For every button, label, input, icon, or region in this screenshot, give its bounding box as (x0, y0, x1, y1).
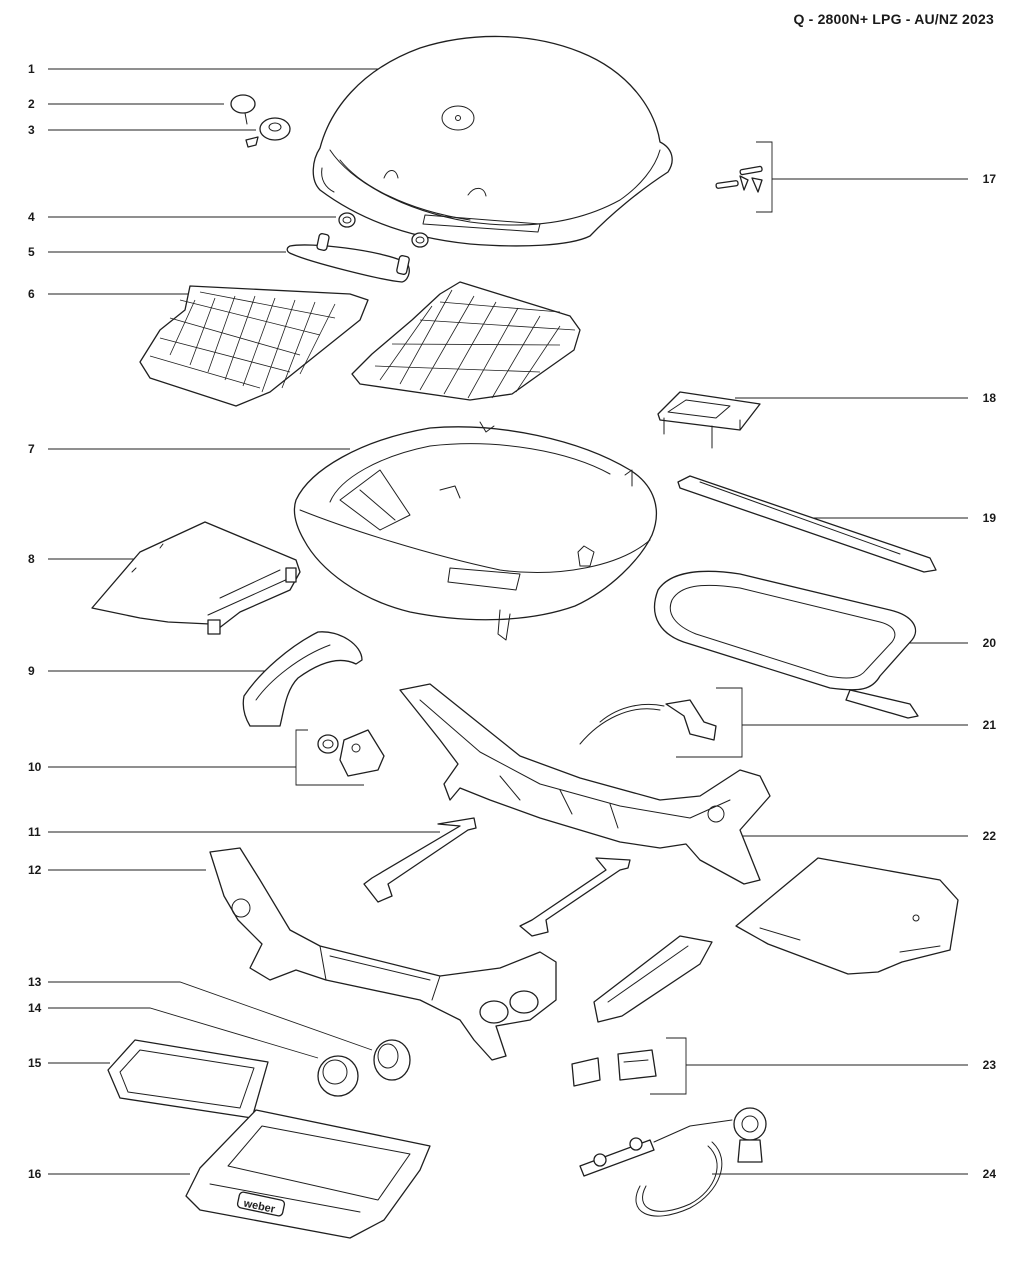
side-table-left-part (91, 521, 301, 635)
knob-ignition-part (317, 729, 385, 777)
catch-pan-holder-part: weber (185, 1109, 431, 1239)
handle-cap-parts (338, 212, 429, 248)
callout-16: 16 (28, 1167, 42, 1181)
thermometer-part (230, 94, 256, 125)
diagram-title: Q - 2800N+ LPG - AU/NZ 2023 (793, 11, 994, 27)
callout-19: 19 (982, 511, 996, 525)
cookbox-part (293, 421, 658, 641)
callout-18: 18 (982, 391, 996, 405)
screws-part (715, 165, 763, 193)
lid-part (312, 35, 673, 247)
callout-8: 8 (28, 552, 35, 566)
frame-rear-part (399, 683, 771, 885)
callout-22: 22 (982, 829, 996, 843)
frame-front-part (209, 847, 557, 1061)
callout-6: 6 (28, 287, 35, 301)
drip-tray-part (107, 1039, 269, 1119)
control-knob-alt-part (317, 1055, 359, 1097)
bezel-part (245, 117, 291, 148)
callout-24: 24 (982, 1167, 996, 1181)
bracket-part (657, 391, 761, 449)
callout-3: 3 (28, 123, 35, 137)
callout-4: 4 (28, 210, 35, 224)
callout-2: 2 (28, 97, 35, 111)
callout-5: 5 (28, 245, 35, 259)
callout-10: 10 (28, 760, 42, 774)
control-knob-part (373, 1039, 411, 1081)
cooking-grate-left-part (139, 285, 369, 407)
lid-handle-part (286, 233, 410, 283)
clips-part (571, 1049, 657, 1087)
callout-23: 23 (982, 1058, 996, 1072)
callout-20: 20 (982, 636, 996, 650)
callout-1: 1 (28, 62, 35, 76)
callout-7: 7 (28, 442, 35, 456)
callout-14: 14 (28, 1001, 42, 1015)
regulator-hose-part (579, 1107, 767, 1217)
callout-9: 9 (28, 664, 35, 678)
leg-brackets-part (363, 817, 631, 937)
side-table-right-part (735, 857, 959, 975)
callout-11: 11 (28, 825, 41, 839)
handle-part (242, 631, 363, 727)
callout-15: 15 (28, 1056, 42, 1070)
burner-frame-part (653, 570, 919, 719)
callout-12: 12 (28, 863, 42, 877)
callout-21: 21 (982, 718, 996, 732)
leader-lines (48, 68, 968, 1175)
callout-13: 13 (28, 975, 42, 989)
front-handle-part (593, 935, 713, 1023)
callout-17: 17 (982, 172, 996, 186)
ignition-wire-part (579, 699, 717, 745)
burner-tube-part (677, 475, 937, 573)
cooking-grate-right-part (351, 281, 581, 401)
